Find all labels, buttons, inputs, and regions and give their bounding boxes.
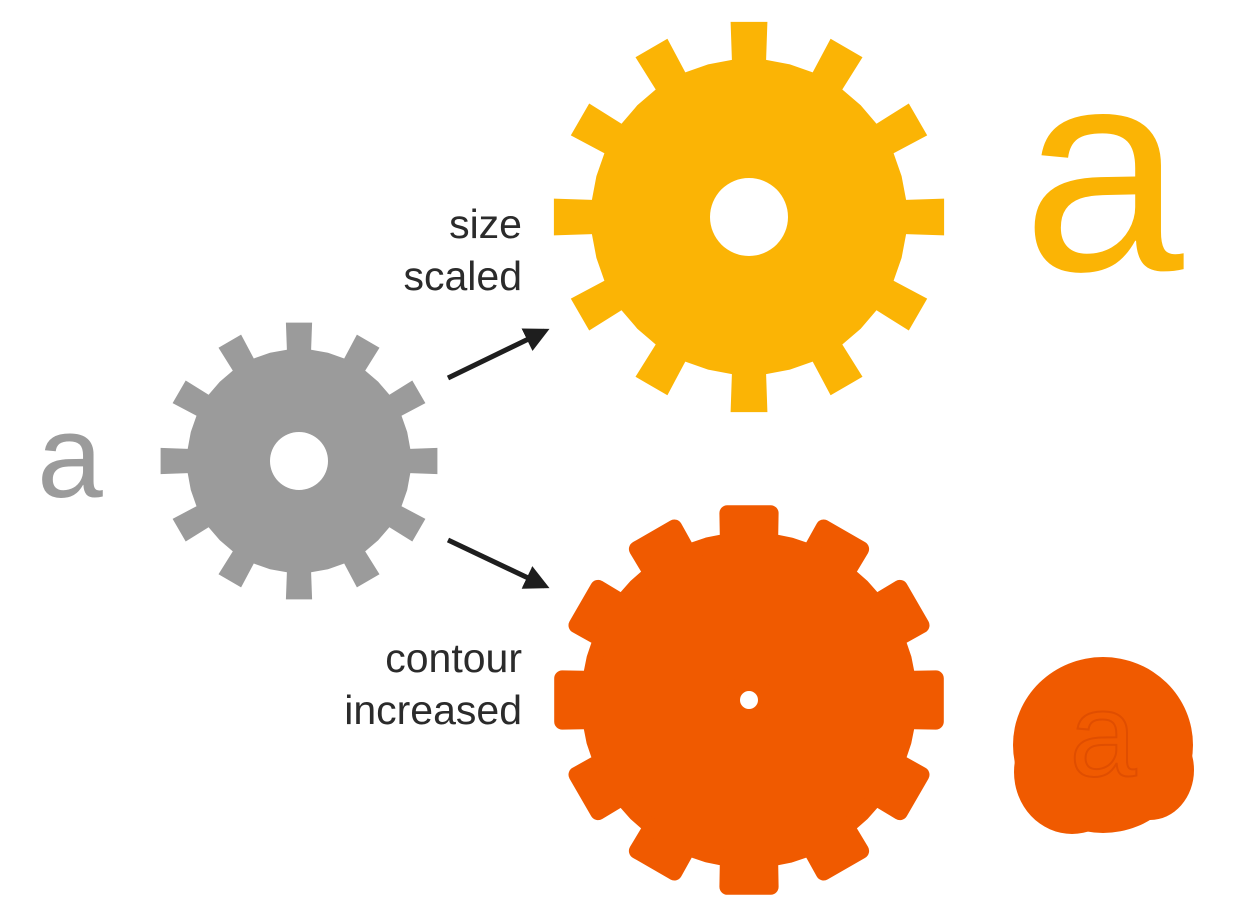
arrow-to-scaled-icon — [446, 328, 550, 381]
scaled-gear-icon — [553, 21, 945, 413]
contour-glyph: a — [1070, 668, 1137, 802]
contour-label-line1: contour — [385, 635, 522, 681]
scaled-glyph: a — [1022, 8, 1185, 332]
arrow-to-contour-icon — [446, 537, 550, 589]
contour-glyph-blob — [1013, 657, 1194, 834]
source-gear-icon — [160, 322, 438, 600]
contour-gear-icon — [554, 505, 944, 895]
scaled-label-line1: size — [449, 201, 522, 247]
scaled-label-line2: scaled — [403, 253, 522, 299]
contour-label-line2: increased — [344, 687, 522, 733]
source-glyph: a — [37, 391, 103, 523]
